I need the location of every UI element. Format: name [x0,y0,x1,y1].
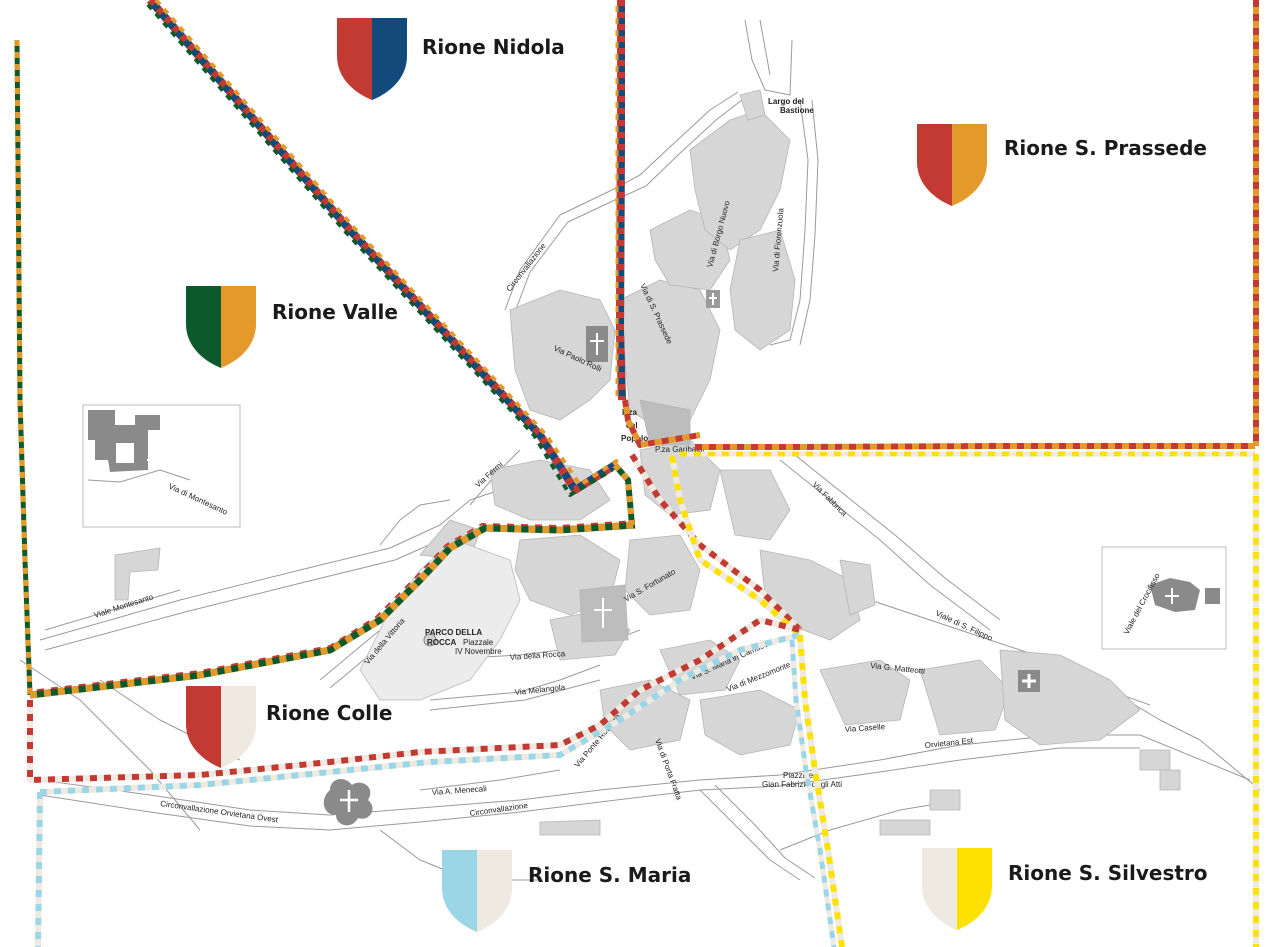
church-icon [323,778,373,826]
rione-prassede-label: Rione S. Prassede [1004,136,1207,160]
inset-crocifisso [1101,546,1227,650]
rione-maria-label: Rione S. Maria [528,863,691,887]
building-blocks [114,89,1181,836]
shield-valle-right [221,286,256,368]
boundary-nidola-prassede [615,0,626,401]
shield-colle-left [186,686,221,768]
street-label-menecali: Via A. Menecali [432,784,488,797]
shield-nidola-icon [337,18,407,100]
street-label-porta-fratta: Via di Porta Fratta [653,738,684,802]
shield-prassede-left [917,124,952,206]
boundary-popolo-south [612,399,701,526]
street-label-melangola: Via Melangola [514,683,566,697]
shield-nidola-right [372,18,407,100]
place-gian-fabrizio-2: Gian Fabrizio degli Atti [762,780,842,789]
rione-nidola: Rione Nidola [337,18,565,100]
rione-nidola-label: Rione Nidola [422,35,565,59]
shield-maria-icon [442,850,512,932]
street-label-rocca: Via della Rocca [510,649,566,662]
place-largo: Largo del [768,97,804,106]
boundary-maria-north [39,632,801,795]
rione-prassede: Rione S. Prassede [917,124,1207,206]
boundary-prassede-silvestro [680,443,1255,457]
place-piazzale-2: IV Novembre [455,647,502,656]
boundary-centre-diagonal [629,453,803,633]
place-parco-2: ROCCA [427,638,457,647]
shield-silvestro-right [957,848,992,930]
shield-silvestro-left [922,848,957,930]
rione-maria: Rione S. Maria [442,850,691,932]
street-label-orvietana-ovest: Circonvallazione Orvietana Ovest [160,799,280,825]
boundary-colle-maria [27,617,801,783]
shield-silvestro-icon [922,848,992,930]
shield-prassede-icon [917,124,987,206]
street-label-circonvallazione-nord: Circonvallazione [504,241,548,293]
boundary-valle-west [14,39,33,696]
boundary-valle-colle [29,520,636,699]
street-label-caselle: Via Caselle [845,722,886,734]
rione-valle-label: Rione Valle [272,300,398,324]
place-bastione: Bastione [780,106,814,115]
boundary-maria-silvestro-north [669,455,802,638]
rione-colle-label: Rione Colle [266,701,392,725]
place-gian-fabrizio-1: Piazzale [783,771,814,780]
place-garibaldi: P.za Garibaldi [655,445,704,454]
shield-valle-left [186,286,221,368]
rioni-boundaries [14,0,1259,947]
shield-colle-icon [186,686,256,768]
place-piazzale-1: Piazzale [463,638,494,647]
rocca-tower [423,633,437,647]
church-cross-icon [586,290,720,628]
shield-valle-icon [186,286,256,368]
boundary-nidola-valle [142,0,620,497]
shield-colle-right [221,686,256,768]
shield-prassede-right [952,124,987,206]
boundary-maria-west [35,791,43,947]
rione-silvestro: Rione S. Silvestro [922,848,1208,930]
rione-valle: Rione Valle [186,286,398,368]
street-label-orvietana-est: Orvietana Est [924,736,974,750]
place-parco-1: PARCO DELLA [425,628,482,637]
street-label-fabbrica: Via Fabbrica [811,480,849,518]
shield-nidola-left [337,18,372,100]
rione-silvestro-label: Rione S. Silvestro [1008,861,1208,885]
shield-maria-left [442,850,477,932]
shield-maria-right [477,850,512,932]
boundary-maria-silvestro-south [789,634,845,947]
hospital-icon [1018,670,1040,692]
inset-montesanto [82,404,241,528]
